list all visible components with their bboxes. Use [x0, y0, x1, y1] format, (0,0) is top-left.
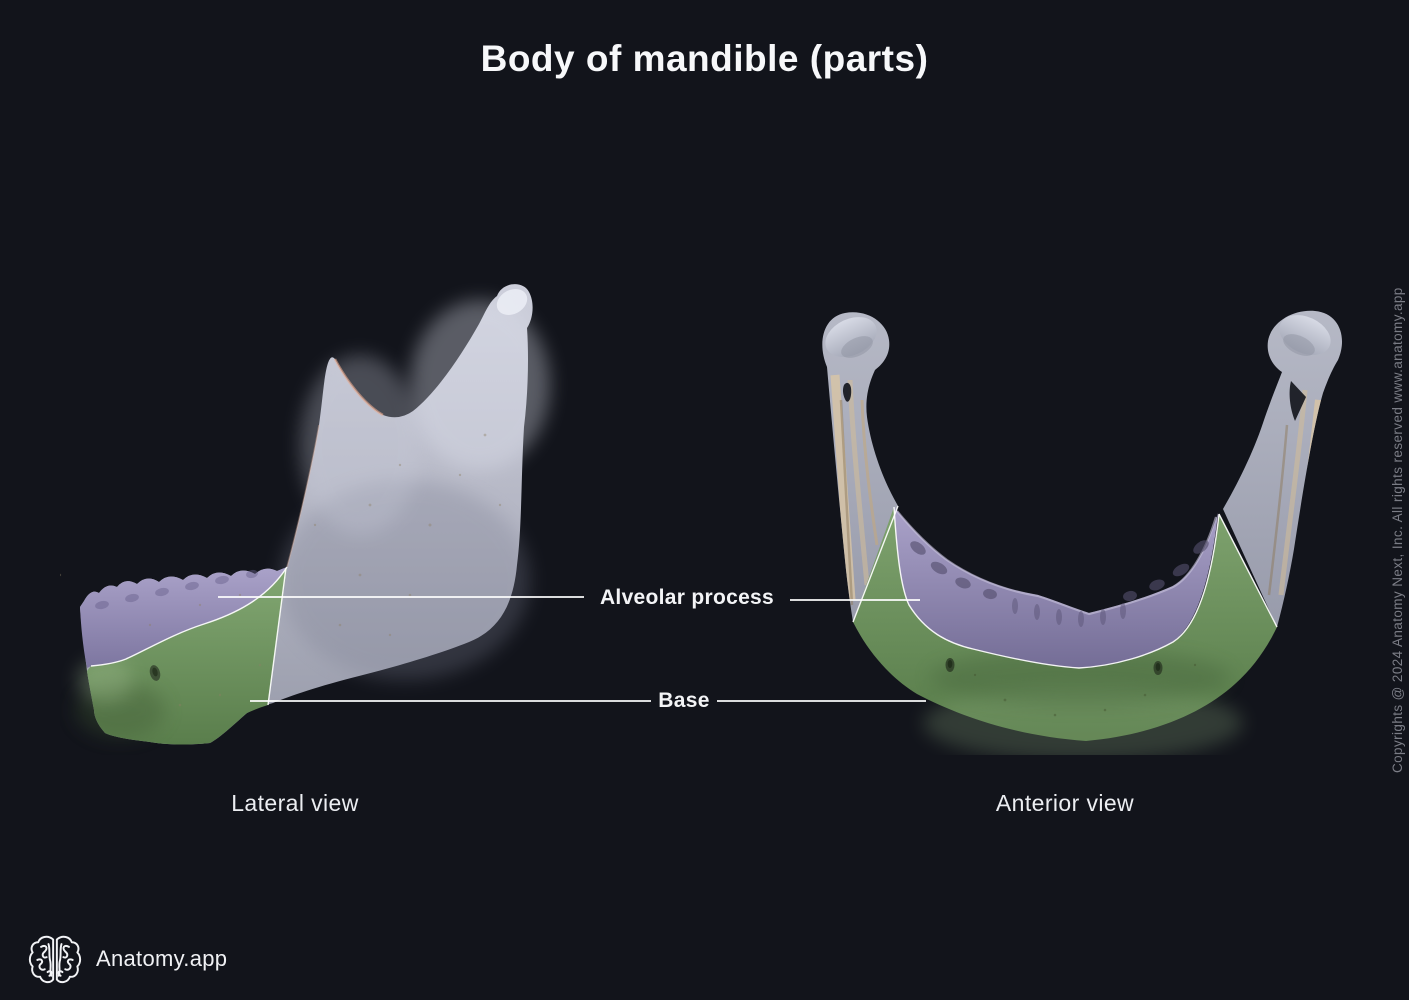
lateral-region-divider-line — [267, 567, 287, 706]
page-title: Body of mandible (parts) — [480, 38, 929, 79]
lateral-view-caption: Lateral view — [231, 790, 359, 816]
anterior-region-divider-right — [1218, 513, 1278, 628]
brand-footer: Anatomy.app — [28, 928, 227, 990]
lateral-alveolar-region — [80, 567, 287, 668]
anterior-region-divider-left — [852, 505, 899, 623]
copyright-watermark: Copyrights @ 2024 Anatomy Next, Inc. All… — [1390, 287, 1405, 773]
anterior-view-caption: Anterior view — [995, 790, 1135, 816]
brain-logo-icon — [28, 935, 82, 984]
base-label: Base — [658, 689, 710, 712]
alveolar-process-label: Alveolar process — [599, 586, 775, 609]
anterior-left-ramus — [822, 312, 898, 622]
alveolar-process-leader-left — [218, 596, 584, 598]
brand-name: Anatomy.app — [96, 946, 228, 971]
base-leader-right — [717, 700, 926, 702]
lateral-region-divider-curve — [90, 566, 288, 667]
anterior-alveolar-region — [894, 507, 1218, 668]
alveolar-process-leader-right — [790, 599, 920, 601]
anterior-view-illustration — [822, 310, 1343, 755]
anterior-region-divider-curve — [893, 506, 1220, 669]
lateral-view-illustration — [60, 284, 550, 745]
base-leader-left — [250, 700, 651, 702]
